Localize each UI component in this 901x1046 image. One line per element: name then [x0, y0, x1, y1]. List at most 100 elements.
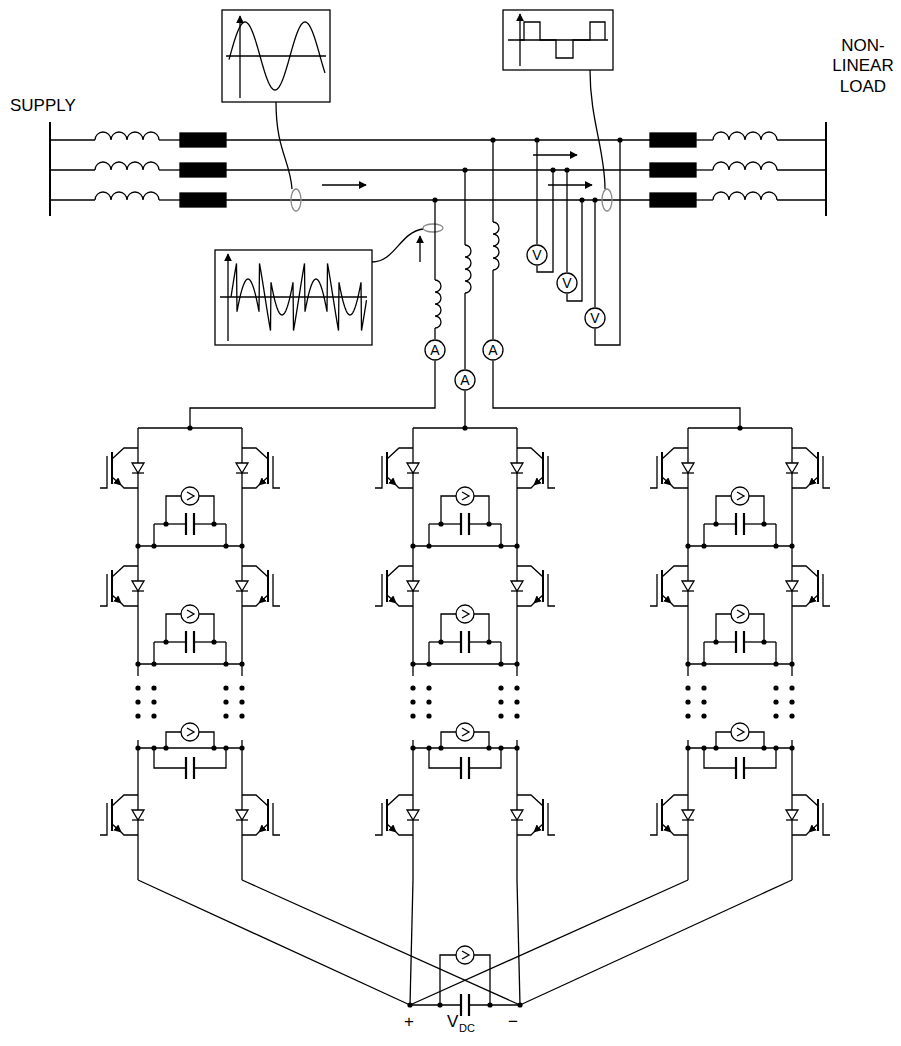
igbt-symbol — [112, 595, 121, 603]
diode-symbol — [682, 590, 694, 591]
capacitor-plate — [468, 631, 470, 653]
igbt-symbol — [792, 603, 809, 606]
voltmeter-symbol — [456, 487, 474, 505]
wire — [429, 523, 461, 524]
wire — [137, 546, 138, 664]
igbt-symbol — [242, 485, 259, 488]
wire — [474, 955, 490, 1005]
ammeter: A — [424, 339, 446, 361]
wire — [428, 642, 429, 664]
junction-dot — [617, 137, 622, 142]
wire — [50, 169, 95, 170]
wire — [159, 139, 180, 140]
wire — [429, 641, 461, 642]
wire — [500, 642, 501, 664]
meter-letter: V — [562, 276, 571, 290]
igbt-gate — [823, 574, 830, 606]
igbt-symbol — [662, 448, 688, 459]
junction-dot — [685, 699, 690, 704]
junction-dot — [713, 521, 718, 526]
junction-dot — [789, 713, 794, 718]
junction-dot — [514, 713, 519, 718]
igbt-gate — [548, 803, 555, 835]
wire — [474, 614, 489, 642]
junction-dot — [514, 685, 519, 690]
voltmeter-symbol — [731, 605, 749, 623]
diode-symbol — [236, 581, 248, 591]
wire — [137, 664, 138, 676]
igbt-symbol — [661, 799, 663, 831]
axis — [226, 55, 326, 56]
diode-symbol — [132, 463, 144, 473]
wire — [716, 496, 731, 524]
current-probe — [423, 224, 443, 232]
diode-symbol — [407, 463, 419, 473]
junction-dot — [163, 521, 168, 526]
junction-dot — [486, 745, 491, 750]
capacitor-plate — [735, 513, 737, 535]
diode-symbol — [236, 590, 248, 591]
load-bus — [825, 122, 827, 216]
igbt-symbol — [662, 824, 671, 832]
inductor-symbol — [435, 280, 441, 328]
wire — [516, 546, 517, 664]
igbt-symbol — [112, 824, 121, 832]
igbt-symbol — [542, 570, 544, 602]
junction-dot — [773, 745, 778, 750]
diode-symbol — [511, 590, 523, 591]
junction-dot — [498, 685, 503, 690]
wire — [696, 139, 713, 140]
wire — [166, 732, 181, 748]
igbt-gate — [273, 574, 280, 606]
diode-symbol — [786, 472, 798, 473]
voltmeter-symbol — [731, 723, 749, 741]
wire — [225, 642, 226, 664]
junction-dot — [498, 661, 503, 666]
voltmeter-symbol — [181, 487, 199, 505]
voltmeter: V — [556, 272, 578, 294]
junction-dot — [701, 699, 706, 704]
junction-dot — [534, 137, 539, 142]
wire — [410, 1004, 461, 1005]
igbt-symbol — [792, 485, 809, 488]
wire — [225, 524, 226, 546]
wire — [777, 199, 826, 200]
inductor-symbol — [95, 132, 159, 140]
wire — [194, 748, 226, 768]
wire — [153, 642, 154, 664]
wire — [434, 328, 435, 339]
wire — [412, 546, 413, 664]
igbt-symbol — [386, 570, 388, 602]
meter-circle — [483, 340, 503, 360]
wire — [241, 428, 242, 546]
junction-dot — [773, 543, 778, 548]
igbt-symbol — [112, 477, 121, 485]
igbt-symbol — [387, 795, 413, 806]
igbt-gate — [375, 803, 382, 835]
diode-symbol — [682, 819, 694, 820]
diode-symbol — [786, 819, 798, 820]
wire — [464, 170, 465, 245]
wire — [704, 748, 736, 768]
junction-dot — [761, 521, 766, 526]
igbt-symbol — [242, 566, 268, 577]
igbt-symbol — [242, 603, 259, 606]
diode-symbol — [511, 810, 523, 820]
wire — [154, 523, 186, 524]
igbt-symbol — [396, 485, 413, 488]
diode-symbol — [236, 810, 248, 820]
wire — [469, 1004, 520, 1005]
diode-symbol — [682, 581, 694, 591]
wire — [469, 523, 501, 524]
igbt-symbol — [387, 566, 413, 577]
inductor-symbol — [713, 162, 777, 170]
junction-dot — [223, 699, 228, 704]
igbt-symbol — [662, 566, 688, 577]
capacitor-plate — [185, 513, 187, 535]
junction-dot — [487, 1002, 492, 1007]
capacitor-plate — [193, 631, 195, 653]
wire — [536, 140, 537, 244]
junction-dot — [223, 543, 228, 548]
voltmeter-symbol — [181, 723, 199, 741]
wire — [687, 546, 688, 664]
